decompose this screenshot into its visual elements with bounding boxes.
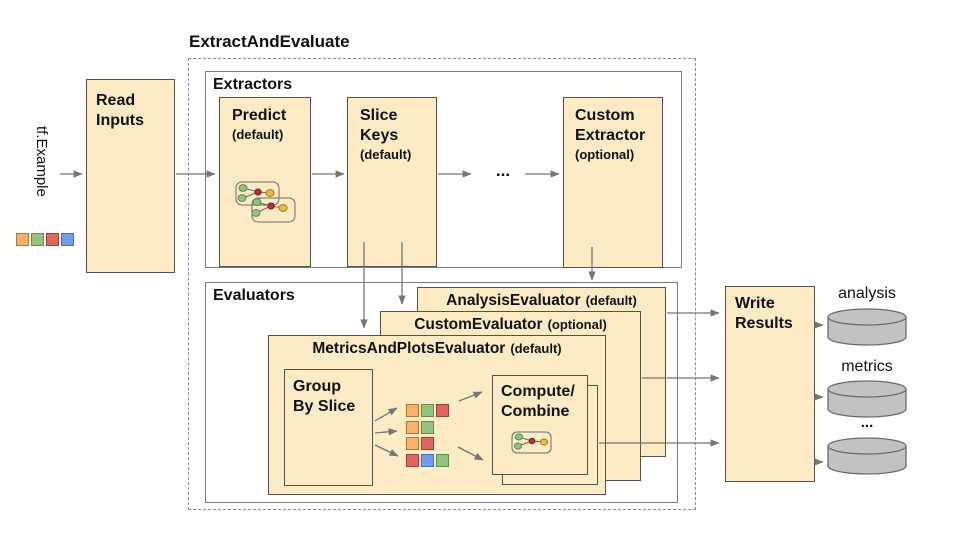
output-analysis-label: analysis	[838, 285, 896, 302]
other-db-icon	[827, 437, 907, 475]
predict-qualifier: (default)	[232, 127, 284, 142]
slice-keys-label-line1: Slice	[360, 107, 398, 124]
blue-square	[61, 233, 74, 246]
sliced-data-squares	[406, 404, 449, 470]
slice-keys-label-line2: Keys	[360, 127, 399, 144]
compute-combine-label-line2: Combine	[501, 403, 570, 420]
blue-square	[421, 453, 434, 467]
custom-extractor-label-line1: Custom	[575, 107, 635, 124]
predict-extractor-box: Predict (default)	[219, 97, 311, 267]
write-to-output-arrows	[814, 321, 824, 466]
metrics-db-icon	[827, 380, 907, 418]
orange-square	[406, 420, 419, 434]
orange-square	[16, 233, 29, 246]
compute-combine-label-line1: Compute/	[501, 383, 575, 400]
write-results-box: Write Results	[725, 286, 815, 482]
output-ellipsis-label: ...	[860, 414, 874, 431]
extractors-ellipsis: ...	[495, 161, 511, 180]
analysis-db-icon	[827, 308, 907, 346]
custom-extractor-box: Custom Extractor (optional)	[563, 97, 663, 268]
metrics-and-plots-evaluator-qualifier: (default)	[510, 341, 562, 356]
read-inputs-label-line2: Inputs	[96, 112, 144, 129]
read-inputs-box: Read Inputs	[86, 79, 175, 273]
predict-label: Predict	[232, 107, 287, 124]
custom-extractor-qualifier: (optional)	[575, 147, 635, 162]
extract-and-evaluate-boundary	[188, 58, 696, 510]
square-row	[406, 404, 449, 417]
red-square	[421, 437, 434, 450]
square-row	[406, 453, 449, 467]
write-results-label-line1: Write	[735, 295, 775, 312]
square-row	[406, 420, 449, 434]
metrics-and-plots-evaluator-label: MetricsAndPlotsEvaluator	[312, 340, 506, 357]
orange-square	[406, 404, 419, 417]
write-results-label-line2: Results	[735, 315, 793, 332]
square-row	[406, 437, 449, 450]
green-square	[436, 453, 449, 467]
group-by-slice-label-line2: By Slice	[293, 398, 356, 415]
evaluators-label: Evaluators	[213, 287, 295, 304]
slice-keys-extractor-box: Slice Keys (default)	[347, 97, 437, 267]
input-label: tf.Example	[33, 126, 50, 197]
green-square	[421, 420, 434, 434]
custom-extractor-label-line2: Extractor	[575, 127, 646, 144]
red-square	[436, 404, 449, 417]
green-square	[421, 404, 434, 417]
output-metrics-label: metrics	[841, 358, 893, 375]
read-inputs-label-line1: Read	[96, 92, 136, 109]
custom-evaluator-qualifier: (optional)	[547, 317, 607, 332]
custom-evaluator-label: CustomEvaluator	[414, 316, 543, 333]
green-square	[31, 233, 44, 246]
red-square	[406, 453, 419, 467]
tf-example-squares	[16, 233, 74, 246]
slice-keys-qualifier: (default)	[360, 147, 412, 162]
group-by-slice-label-line1: Group	[293, 378, 341, 395]
diagram-title: ExtractAndEvaluate	[189, 32, 350, 51]
extractors-label: Extractors	[213, 76, 293, 93]
compute-combine-box: Compute/ Combine	[492, 375, 588, 475]
group-by-slice-box: Group By Slice	[284, 369, 373, 486]
analysis-evaluator-qualifier: (default)	[585, 293, 637, 308]
red-square	[46, 233, 59, 246]
orange-square	[406, 437, 419, 450]
analysis-evaluator-label: AnalysisEvaluator	[446, 292, 581, 309]
